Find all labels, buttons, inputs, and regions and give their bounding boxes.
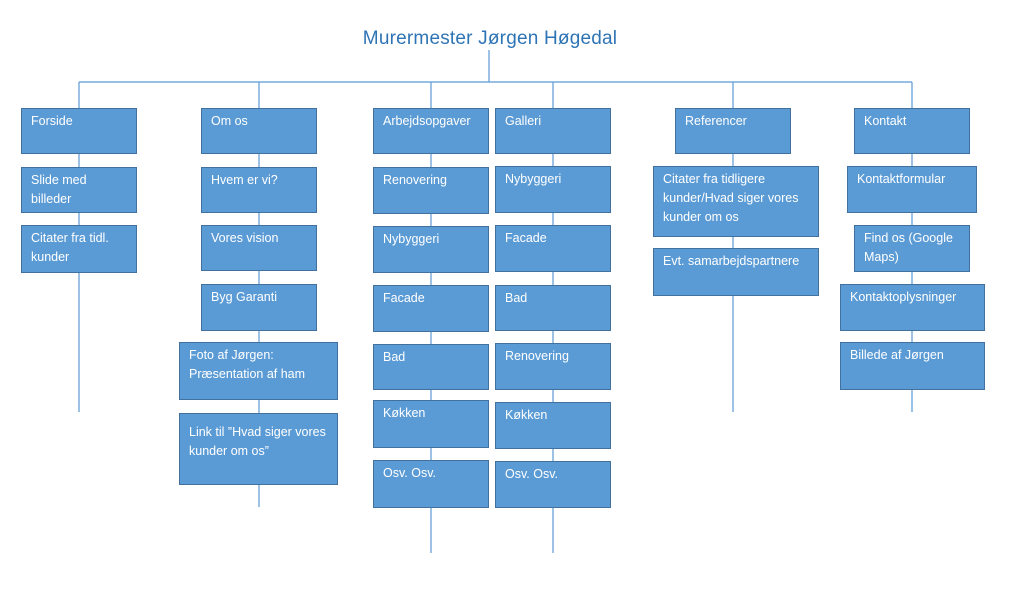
item-byg-garanti: Byg Garanti (201, 284, 317, 331)
item-billede-af-jorgen: Billede af Jørgen (840, 342, 985, 390)
item-foto-af-jorgen: Foto af Jørgen: Præsentation af ham (179, 342, 338, 400)
item-slide-med-billeder: Slide med billeder (21, 167, 137, 213)
item-vores-vision: Vores vision (201, 225, 317, 271)
item-kokken: Køkken (495, 402, 611, 449)
header-forside: Forside (21, 108, 137, 154)
item-evt-samarbejdspartnere: Evt. samarbejdspartnere (653, 248, 819, 296)
header-arbejdsopgaver: Arbejdsopgaver (373, 108, 489, 154)
item-kontaktformular: Kontaktformular (847, 166, 977, 213)
diagram-title: Murermester Jørgen Høgedal (362, 28, 618, 49)
item-hvem-er-vi: Hvem er vi? (201, 167, 317, 213)
item-bad: Bad (373, 344, 489, 390)
item-facade: Facade (495, 225, 611, 272)
item-citater-fra-tidl-kunder: Citater fra tidl. kunder (21, 225, 137, 273)
header-om-os: Om os (201, 108, 317, 154)
item-osv-osv: Osv. Osv. (373, 460, 489, 508)
header-kontakt: Kontakt (854, 108, 970, 154)
item-facade: Facade (373, 285, 489, 332)
item-kontaktoplysninger: Kontaktoplysninger (840, 284, 985, 331)
item-renovering: Renovering (373, 167, 489, 214)
item-nybyggeri: Nybyggeri (373, 226, 489, 273)
item-renovering: Renovering (495, 343, 611, 390)
header-galleri: Galleri (495, 108, 611, 154)
item-kokken: Køkken (373, 400, 489, 448)
item-osv-osv: Osv. Osv. (495, 461, 611, 508)
item-nybyggeri: Nybyggeri (495, 166, 611, 213)
item-link-til-hvad-siger: Link til ”Hvad siger vores kunder om os” (179, 413, 338, 485)
item-bad: Bad (495, 285, 611, 331)
item-find-os-google-maps: Find os (Google Maps) (854, 225, 970, 272)
item-citater-fra-tidligere-kunder: Citater fra tidligere kunder/Hvad siger … (653, 166, 819, 237)
header-referencer: Referencer (675, 108, 791, 154)
